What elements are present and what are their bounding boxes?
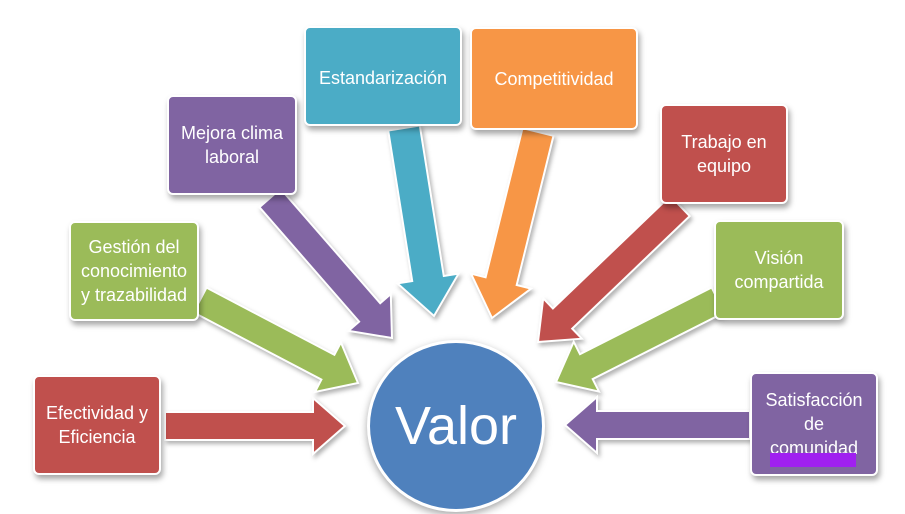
label-efectividad-eficiencia: Efectividad y Eficiencia	[45, 403, 149, 447]
arrow-satisfaccion	[563, 394, 751, 456]
arrow-mejora	[257, 187, 394, 340]
arrow-gestion	[192, 286, 360, 394]
box-vision-compartida: Visión compartida	[714, 220, 844, 320]
box-trabajo-en-equipo: Trabajo en equipo	[660, 104, 788, 204]
purple-highlight-mark	[770, 453, 856, 467]
label-estandarizacion: Estandarización	[318, 68, 448, 88]
center-circle-valor: Valor	[367, 340, 545, 512]
box-competitividad: Competitividad	[470, 27, 638, 130]
box-gestion-conocimiento: Gestión del conocimiento y trazabilidad	[69, 221, 199, 321]
arrow-trabajo	[536, 194, 692, 344]
label-competitividad: Competitividad	[494, 69, 614, 89]
label-gestion-conocimiento: Gestión del conocimiento y trazabilidad	[80, 237, 188, 305]
label-satisfaccion-comunidad: Satisfacción de comunidad	[765, 390, 863, 458]
arrow-efectividad	[164, 395, 347, 457]
box-efectividad-eficiencia: Efectividad y Eficiencia	[33, 375, 161, 475]
label-vision-compartida: Visión compartida	[734, 248, 824, 292]
center-label: Valor	[394, 396, 518, 456]
arrow-estandarizacion	[387, 124, 461, 318]
box-estandarizacion: Estandarización	[304, 26, 462, 126]
arrow-vision	[554, 286, 726, 394]
label-trabajo-en-equipo: Trabajo en equipo	[681, 132, 767, 176]
label-mejora-clima-laboral: Mejora clima laboral	[180, 123, 284, 167]
arrow-competitividad	[469, 126, 555, 320]
box-mejora-clima-laboral: Mejora clima laboral	[167, 95, 297, 195]
